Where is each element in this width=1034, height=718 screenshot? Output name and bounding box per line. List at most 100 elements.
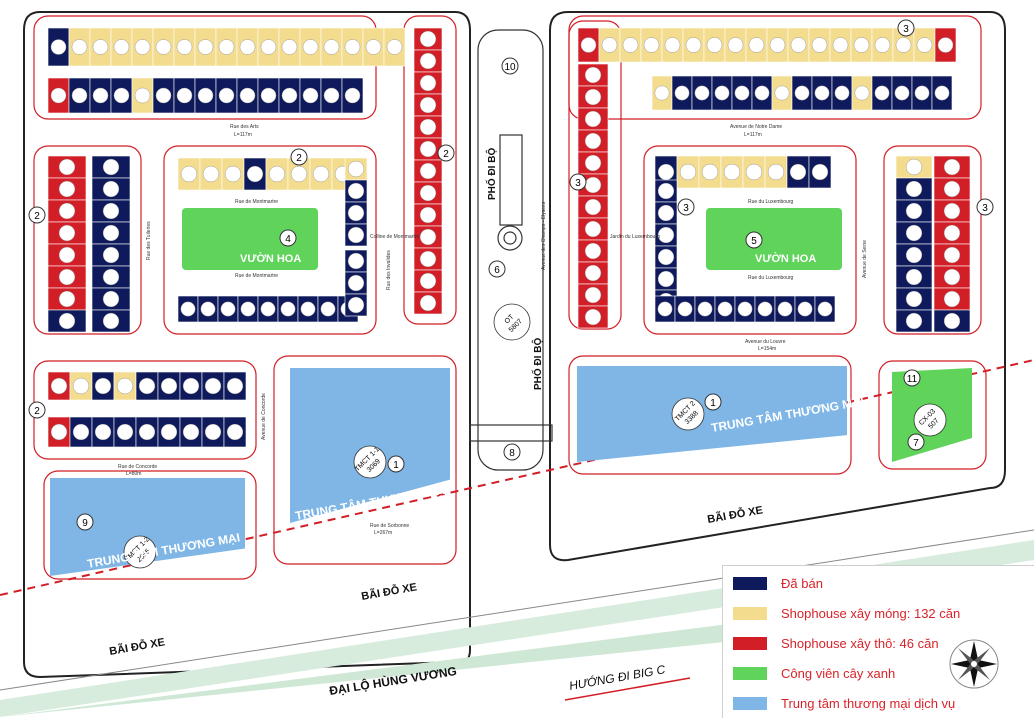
lot-marker (584, 110, 602, 128)
lot-marker (58, 180, 76, 198)
lot-marker (854, 85, 870, 101)
lot-marker (160, 423, 178, 441)
lot-marker (102, 224, 120, 242)
street-champs-elysees: Avenue des Champs - Elysees (541, 201, 547, 270)
lot-marker (745, 163, 763, 181)
lot-marker (817, 301, 833, 317)
lot-marker (347, 182, 365, 200)
marker-2: 2 (290, 148, 308, 166)
lot-marker (347, 160, 365, 178)
street-labels: Rue des Arts L=117m Avenue de Notre Dame… (118, 124, 868, 536)
lot-marker (160, 377, 178, 395)
commercial-area[interactable] (577, 366, 847, 462)
lot-marker (748, 37, 765, 53)
lot-marker (58, 158, 76, 176)
street-seine: Avenue de Seine (862, 240, 868, 278)
lot-marker (116, 423, 134, 441)
marker-6: 6 (488, 260, 506, 278)
lot-marker (679, 163, 697, 181)
lot-marker (180, 301, 196, 317)
lot-marker (220, 301, 236, 317)
lot-marker (155, 87, 172, 104)
lot-marker (937, 37, 954, 53)
park-left[interactable] (182, 208, 318, 270)
marker-4-text: 4 (285, 234, 291, 245)
lot-marker (365, 39, 382, 55)
lot-marker (71, 39, 88, 55)
lot-marker (584, 176, 602, 194)
lot-marker (58, 312, 76, 330)
lot-marker (723, 163, 741, 181)
marker-11-text: 11 (907, 374, 918, 385)
lot-marker (300, 301, 316, 317)
street-notre-dame: Avenue de Notre Dame (730, 124, 782, 130)
lot-marker (182, 377, 200, 395)
lot-marker (419, 184, 437, 202)
lot-marker (419, 74, 437, 92)
lot-marker (419, 30, 437, 48)
lot-marker (584, 220, 602, 238)
marker-2: 2 (28, 206, 46, 224)
legend-swatch (733, 666, 767, 680)
legend-label: Shophouse xây thô: 46 căn (781, 635, 939, 651)
pedestrian-label-top: PHỐ ĐI BỘ (484, 148, 498, 200)
street-colline: Colline de Montmartre (370, 234, 419, 240)
lot-marker (176, 87, 193, 104)
marker-2-text: 2 (34, 211, 40, 222)
park-right[interactable] (706, 208, 842, 270)
lot-marker (323, 87, 340, 104)
lot-marker (914, 85, 930, 101)
lot-marker (601, 37, 618, 53)
lot-marker (116, 377, 134, 395)
lot-marker (344, 87, 361, 104)
marker-3: 3 (677, 198, 695, 216)
lot-marker (302, 87, 319, 104)
lot-marker (943, 312, 961, 330)
pedestrian-label-bottom: PHỐ ĐI BỘ (530, 338, 544, 390)
lot-marker (419, 272, 437, 290)
lot-marker (226, 423, 244, 441)
boundary-dashed-line (0, 359, 1034, 596)
commercial-area[interactable] (290, 368, 450, 523)
street-luxembourg-top: Rue du Luxembourg (748, 199, 794, 205)
block-outline (878, 360, 987, 470)
marker-5-text: 5 (751, 236, 757, 247)
lot-marker (419, 294, 437, 312)
lot-marker (281, 87, 298, 104)
lot-marker (202, 165, 220, 183)
direction-arrow (564, 677, 691, 701)
lot-marker (419, 206, 437, 224)
lot-marker (239, 87, 256, 104)
lot-marker (204, 377, 222, 395)
lot-marker (102, 246, 120, 264)
marker-10: 10 (501, 57, 519, 75)
lot-marker (727, 37, 744, 53)
lot-marker (905, 202, 923, 220)
lot-marker (777, 301, 793, 317)
marker-2-text: 2 (443, 149, 449, 160)
block-outline (43, 470, 257, 580)
lot-marker (347, 204, 365, 222)
lot-marker (814, 85, 830, 101)
street-avenue-concorde: Avenue de Concorde (261, 393, 267, 440)
lot-marker (224, 165, 242, 183)
park-label-left: VƯỜN HOA (240, 252, 301, 265)
lot-marker (138, 423, 156, 441)
commercial-area[interactable] (50, 478, 245, 576)
lot-marker (347, 226, 365, 244)
lot-marker (176, 39, 193, 55)
legend-item: Shophouse xây thô: 46 căn (733, 632, 939, 654)
street-notre-dame-len: L=117m (744, 132, 762, 138)
lot-marker (943, 224, 961, 242)
marker-3-text: 3 (903, 24, 909, 35)
lot-marker (347, 252, 365, 270)
lot-marker (71, 87, 88, 104)
lot-marker (584, 242, 602, 260)
lot-marker (246, 165, 264, 183)
